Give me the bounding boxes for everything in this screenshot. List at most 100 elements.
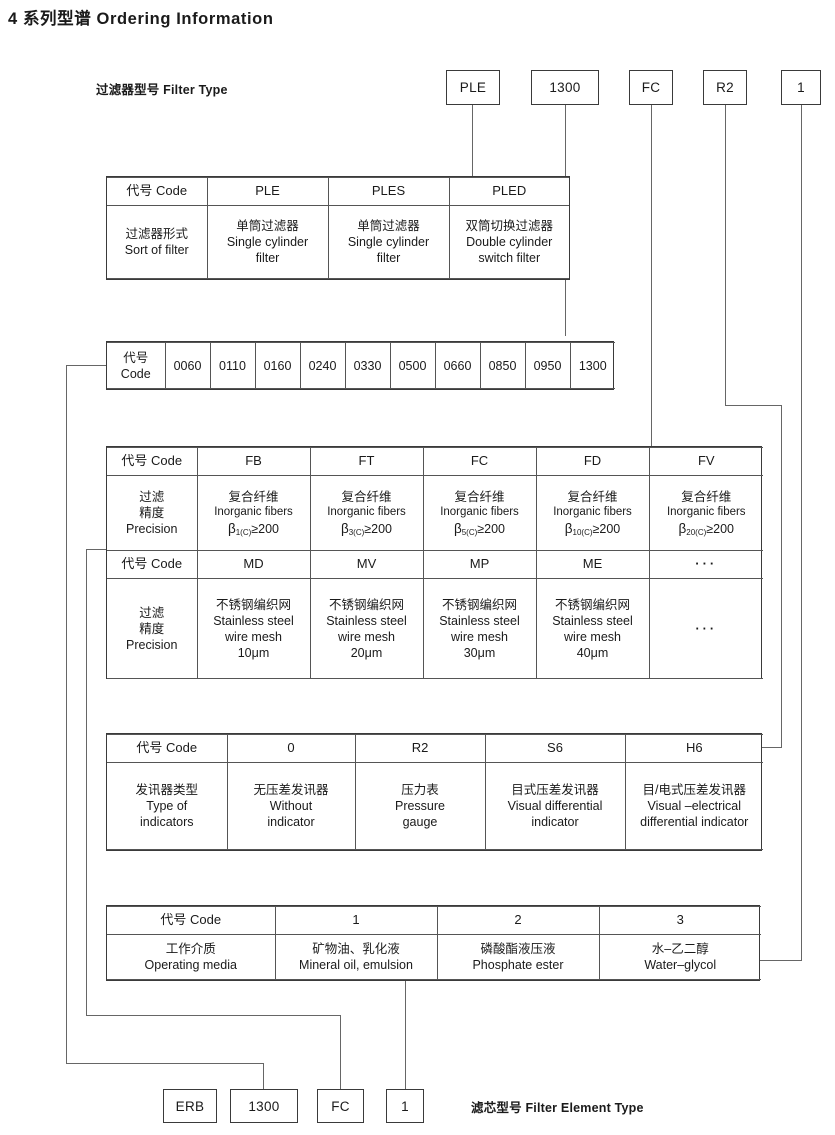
precision-desc-me: 不锈钢编织网 Stainless steel wire mesh 40μm xyxy=(535,578,650,679)
precision-code-fb: FB xyxy=(196,447,311,476)
precision-code-md: MD xyxy=(196,550,311,579)
connector-left-size-seg2 xyxy=(66,365,68,1064)
precision-desc-mp: 不锈钢编织网 Stainless steel wire mesh 30μm xyxy=(422,578,537,679)
indicator-desc-h6-en2: differential indicator xyxy=(640,815,749,829)
precision-beta-ft-val: ≥200 xyxy=(364,521,393,536)
chip-element-media-value: 1 xyxy=(401,1098,409,1114)
precision-mesh-label-2: 精度 xyxy=(139,621,165,636)
precision-beta-ft-sub: 3(C) xyxy=(348,527,365,537)
chip-filter-series-value: PLE xyxy=(459,80,487,95)
indicator-desc-0: 无压差发讯器 Without indicator xyxy=(226,762,356,850)
sort-desc-ples-en1: Single cylinder xyxy=(347,235,430,249)
precision-desc-me-en1: Stainless steel xyxy=(552,613,633,628)
sort-row-label-en: Sort of filter xyxy=(124,243,189,257)
size-code-4: 0330 xyxy=(344,342,391,389)
chip-filter-indicator-value: R2 xyxy=(716,80,734,95)
precision-desc-fc-cjk: 复合纤维 xyxy=(454,490,505,504)
media-desc-1: 矿物油、乳化液 Mineral oil, emulsion xyxy=(274,934,438,980)
indicator-desc-h6-cjk: 目/电式压差发讯器 xyxy=(642,783,746,797)
media-desc-2: 磷酸酯液压液 Phosphate ester xyxy=(436,934,600,980)
chip-filter-size[interactable]: 1300 xyxy=(531,70,599,105)
sort-row-label-cjk: 过滤器形式 xyxy=(125,227,188,241)
precision-desc-md: 不锈钢编织网 Stainless steel wire mesh 10μm xyxy=(196,578,311,679)
chip-filter-series[interactable]: PLE xyxy=(446,70,500,105)
sort-desc-ples-cjk: 单筒过滤器 xyxy=(357,219,420,233)
precision-desc-mp-cjk: 不锈钢编织网 xyxy=(441,597,517,612)
indicator-desc-s6-cjk: 目式压差发讯器 xyxy=(511,783,599,797)
chip-filter-indicator[interactable]: R2 xyxy=(703,70,747,105)
chip-element-series-value: ERB xyxy=(175,1098,205,1114)
media-code-header: 代号 Code xyxy=(107,906,276,935)
element-type-label: 滤芯型号 Filter Element Type xyxy=(471,1101,644,1115)
table-sort-of-filter: 代号 Code PLE PLES PLED 过滤器形式 Sort of filt… xyxy=(106,176,570,280)
chip-filter-precision[interactable]: FC xyxy=(629,70,673,105)
sort-desc-ples: 单筒过滤器 Single cylinder filter xyxy=(327,205,450,279)
precision-code-fv: FV xyxy=(648,447,763,476)
sort-desc-pled-en1: Double cylinder xyxy=(466,235,553,249)
sort-desc-pled-cjk: 双筒切换过滤器 xyxy=(465,219,553,233)
connector-left-precision-seg2 xyxy=(86,549,88,1016)
connector-series xyxy=(472,105,474,177)
connector-left-size-seg4 xyxy=(263,1063,265,1089)
precision-desc-md-en2: wire mesh xyxy=(225,629,282,644)
precision-desc-me-en2: wire mesh xyxy=(564,629,621,644)
chip-element-media[interactable]: 1 xyxy=(386,1089,424,1123)
connector-media-bottom xyxy=(405,981,407,1089)
media-row-label-en: Operating media xyxy=(144,958,237,972)
indicator-desc-s6-en2: indicator xyxy=(531,815,579,829)
precision-beta-fb-val: ≥200 xyxy=(251,521,280,536)
indicator-code-h6: H6 xyxy=(624,734,763,763)
indicator-row-label-cjk: 发讯器类型 xyxy=(135,783,198,797)
size-code-0: 0060 xyxy=(164,342,211,389)
sort-row-label: 过滤器形式 Sort of filter xyxy=(107,205,208,279)
media-desc-2-en: Phosphate ester xyxy=(472,958,564,972)
chip-filter-media[interactable]: 1 xyxy=(781,70,821,105)
precision-desc-ft-cjk: 复合纤维 xyxy=(341,490,392,504)
precision-desc-fc-en: Inorganic fibers xyxy=(440,506,519,518)
chip-element-size[interactable]: 1300 xyxy=(230,1089,298,1123)
size-code-5: 0500 xyxy=(389,342,436,389)
sort-desc-pled: 双筒切换过滤器 Double cylinder switch filter xyxy=(448,205,569,279)
precision-desc-mv: 不锈钢编织网 Stainless steel wire mesh 20μm xyxy=(309,578,424,679)
size-code-9: 1300 xyxy=(569,342,615,389)
connector-indicator-seg4 xyxy=(762,747,782,749)
precision-beta-fc-sub: 5(C) xyxy=(461,527,478,537)
precision-desc-mp-en1: Stainless steel xyxy=(439,613,520,628)
media-desc-1-en: Mineral oil, emulsion xyxy=(299,958,413,972)
chip-element-series[interactable]: ERB xyxy=(163,1089,217,1123)
size-code-header-en: Code xyxy=(120,366,151,381)
precision-beta-fv-sub: 20(C) xyxy=(686,527,707,537)
sort-code-ples: PLES xyxy=(327,177,450,206)
sort-desc-ple-en1: Single cylinder xyxy=(226,235,309,249)
sort-code-pled: PLED xyxy=(448,177,569,206)
sort-desc-ple-cjk: 单筒过滤器 xyxy=(236,219,299,233)
indicator-desc-h6: 目/电式压差发讯器 Visual –electrical differentia… xyxy=(624,762,763,850)
media-code-3: 3 xyxy=(598,906,761,935)
precision-desc-fc: 复合纤维 Inorganic fibers β5(C)≥200 xyxy=(422,475,537,551)
media-row-label: 工作介质 Operating media xyxy=(107,934,276,980)
indicator-code-s6: S6 xyxy=(484,734,626,763)
precision-beta-fc-val: ≥200 xyxy=(477,521,506,536)
precision-desc-ft: 复合纤维 Inorganic fibers β3(C)≥200 xyxy=(309,475,424,551)
precision-desc-fb: 复合纤维 Inorganic fibers β1(C)≥200 xyxy=(196,475,311,551)
precision-desc-mv-size: 20μm xyxy=(350,645,383,660)
precision-beta-fb-sub: 1(C) xyxy=(235,527,252,537)
precision-desc-fv: 复合纤维 Inorganic fibers β20(C)≥200 xyxy=(648,475,763,551)
connector-left-precision-seg3 xyxy=(86,1015,341,1017)
indicator-desc-r2-en2: gauge xyxy=(402,815,438,829)
precision-desc-md-en1: Stainless steel xyxy=(213,613,294,628)
precision-fiber-row-label: 过滤 精度 Precision xyxy=(107,475,198,551)
precision-desc-mv-cjk: 不锈钢编织网 xyxy=(328,597,404,612)
indicator-code-header: 代号 Code xyxy=(107,734,228,763)
connector-left-precision-seg1 xyxy=(86,549,108,551)
indicator-desc-h6-en1: Visual –electrical xyxy=(647,799,742,813)
precision-desc-me-size: 40μm xyxy=(576,645,609,660)
chip-element-precision[interactable]: FC xyxy=(317,1089,364,1123)
precision-desc-mp-en2: wire mesh xyxy=(451,629,508,644)
media-desc-3: 水–乙二醇 Water–glycol xyxy=(598,934,761,980)
precision-code-ft: FT xyxy=(309,447,424,476)
filter-type-label: 过滤器型号 Filter Type xyxy=(96,83,228,97)
precision-desc-fv-en: Inorganic fibers xyxy=(666,506,746,518)
indicator-desc-r2-cjk: 压力表 xyxy=(401,783,439,797)
size-code-7: 0850 xyxy=(479,342,526,389)
